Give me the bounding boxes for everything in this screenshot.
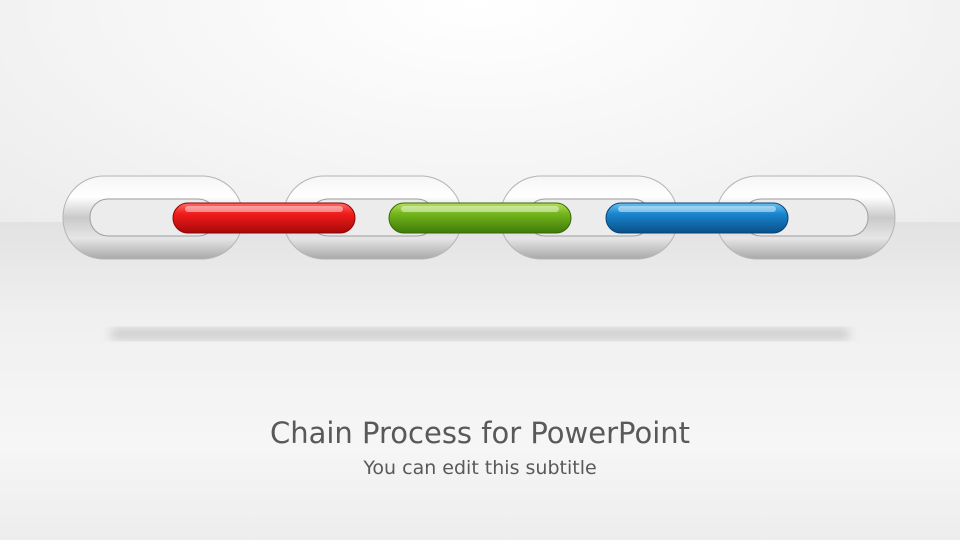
slide-subtitle[interactable]: You can edit this subtitle (363, 457, 597, 479)
chain-shadow (110, 328, 850, 340)
bar-highlights (185, 206, 776, 212)
slide-background-floor (0, 222, 960, 540)
blue-link-bar (605, 202, 789, 234)
green-link-bar (388, 202, 572, 234)
red-link-bar (172, 202, 356, 234)
slide-title[interactable]: Chain Process for PowerPoint (269, 416, 691, 450)
